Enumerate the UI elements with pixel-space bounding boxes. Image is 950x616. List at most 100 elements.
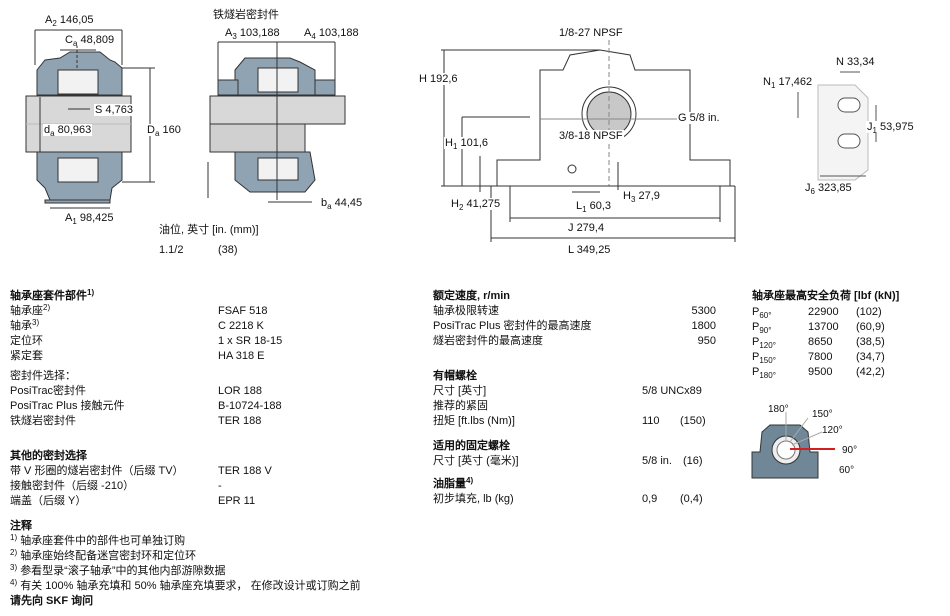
load-lbf: 22900: [808, 306, 839, 318]
kit-row-value: HA 318 E: [218, 350, 265, 362]
dim-n1: N1 17,462: [762, 76, 814, 90]
fix-bolt-size-mm: (16): [683, 455, 703, 467]
angle-label: 180°: [768, 404, 789, 415]
dim-Da: Da 160: [146, 124, 182, 138]
dim-da: da 80,963: [43, 124, 93, 138]
dim-ba: ba 44,45: [320, 197, 364, 211]
load-kn: (38,5): [856, 336, 885, 348]
dim-npsf-top: 1/8-27 NPSF: [558, 27, 624, 39]
note-item: 3) 参看型录“滚子轴承”中的其他内部游隙数据: [10, 563, 226, 578]
kit-row-label: 轴承3): [10, 318, 40, 333]
angle-label: 150°: [812, 409, 833, 420]
oil-level-in: 1.1/2: [158, 244, 185, 256]
load-lbf: 7800: [808, 351, 833, 363]
dim-l1: L1 60,3: [575, 200, 613, 214]
dim-npsf-bottom: 3/8-18 NPSF: [558, 130, 624, 142]
technical-drawings: [25, 29, 877, 242]
seal-row-label: PosiTrac密封件: [10, 385, 86, 397]
load-kn: (42,2): [856, 366, 885, 378]
load-lbf: 9500: [808, 366, 833, 378]
load-symbol: P90°: [752, 321, 772, 335]
other-seal-label: 带 V 形圈的燧岩密封件（后缀 TV）: [10, 465, 184, 477]
load-symbol: P120°: [752, 336, 776, 350]
loads-title: 轴承座最高安全负荷 [lbf (kN)]: [752, 290, 900, 302]
load-symbol: P60°: [752, 306, 772, 320]
dim-j1: J1 53,975: [866, 121, 915, 135]
kit-row-label: 紧定套: [10, 350, 43, 362]
kit-row-value: FSAF 518: [218, 305, 268, 317]
other-seal-value: EPR 11: [218, 495, 256, 507]
note-item: 4) 有关 100% 轴承充填和 50% 轴承座充填要求， 在修改设计或订购之前: [10, 578, 361, 593]
dim-a1: A1 98,425: [64, 212, 115, 226]
speed-row-value: 5300: [691, 305, 716, 317]
seal-row-value: TER 188: [218, 415, 262, 427]
kit-row-label: 定位环: [10, 335, 43, 347]
notes-footer: 请先向 SKF 询问: [10, 595, 94, 607]
dim-h: H 192,6: [418, 73, 459, 85]
load-symbol: P150°: [752, 351, 776, 365]
torque-nm: (150): [680, 415, 706, 427]
angle-label: 60°: [839, 465, 855, 476]
seal-row-value: LOR 188: [218, 385, 263, 397]
kit-title: 轴承座套件部件1): [10, 288, 95, 303]
dim-j6: J6 323,85: [804, 182, 853, 196]
grease-title: 油脂量4): [433, 476, 474, 491]
dim-a2: A2 146,05: [44, 14, 95, 28]
other-seal-value: TER 188 V: [218, 465, 272, 477]
speed-row-label: PosiTrac Plus 密封件的最高速度: [433, 320, 592, 332]
dim-a3: A3 103,188: [224, 27, 281, 41]
cap-bolts-title: 有帽螺栓: [433, 370, 477, 382]
seal-drawing-title: 铁燧岩密封件: [212, 9, 280, 21]
dim-g: G 5/8 in.: [677, 112, 721, 124]
cap-bolt-size-value: 5/8 UNCx89: [642, 385, 702, 397]
seal-row-label: 铁燧岩密封件: [10, 415, 76, 427]
seal-section-drawing: [207, 41, 346, 203]
oil-level-mm: (38): [217, 244, 239, 256]
grease-kg: (0,4): [680, 493, 703, 505]
dim-n: N 33,34: [835, 56, 876, 68]
other-seal-value: -: [218, 480, 222, 492]
speed-row-label: 轴承极限转速: [433, 305, 499, 317]
speed-row-value: 950: [697, 335, 716, 347]
angle-label: 90°: [842, 445, 858, 456]
fix-bolts-title: 适用的固定螺栓: [433, 440, 510, 452]
torque-label-1: 推荐的紧固: [433, 400, 488, 412]
dim-l: L 349,25: [567, 244, 612, 256]
fix-bolt-size-label: 尺寸 [英寸 (毫米)]: [433, 455, 519, 467]
dim-h3: H3 27,9: [622, 190, 661, 204]
load-lbf: 13700: [808, 321, 839, 333]
angle-label: 120°: [822, 425, 843, 436]
seal-selection-title: 密封件选择：: [10, 370, 76, 382]
cap-bolt-size-label: 尺寸 [英寸]: [433, 385, 487, 397]
note-item: 1) 轴承座套件中的部件也可单独订购: [10, 533, 186, 548]
housing-section-drawing: [25, 29, 155, 209]
housing-front-view-drawing: [441, 40, 736, 242]
load-kn: (102): [856, 306, 882, 318]
load-kn: (60,9): [856, 321, 885, 333]
other-seal-title: 其他的密封选择: [10, 450, 87, 462]
grease-lb: 0,9: [642, 493, 658, 505]
dim-h1: H1 101,6: [444, 137, 489, 151]
kit-row-label: 轴承座2): [10, 303, 51, 318]
kit-row-value: C 2218 K: [218, 320, 264, 332]
other-seal-label: 端盖（后缀 Y）: [10, 495, 87, 507]
fix-bolt-size-in: 5/8 in.: [642, 455, 672, 467]
housing-base-view-drawing: [797, 71, 877, 181]
seal-row-value: B-10724-188: [218, 400, 282, 412]
seal-row-label: PosiTrac Plus 接触元件: [10, 400, 125, 412]
torque-label-2: 扭矩 [ft.lbs (Nm)]: [433, 415, 515, 427]
dim-ca: Ca 48,809: [64, 34, 116, 48]
kit-row-value: 1 x SR 18-15: [218, 335, 283, 347]
speed-title: 额定速度, r/min: [433, 290, 511, 302]
dim-s: S 4,763: [94, 104, 134, 116]
load-kn: (34,7): [856, 351, 885, 363]
oil-level-label: 油位, 英寸 [in. (mm)]: [158, 224, 260, 236]
dim-h2: H2 41,275: [450, 198, 502, 212]
note-item: 2) 轴承座始终配备迷宫密封环和定位环: [10, 548, 197, 563]
torque-ftlbs: 110: [642, 415, 660, 427]
load-symbol: P180°: [752, 366, 776, 380]
grease-label: 初步填充, lb (kg): [433, 493, 514, 505]
other-seal-label: 接触密封件（后缀 -210）: [10, 480, 135, 492]
dim-a4: A4 103,188: [303, 27, 360, 41]
